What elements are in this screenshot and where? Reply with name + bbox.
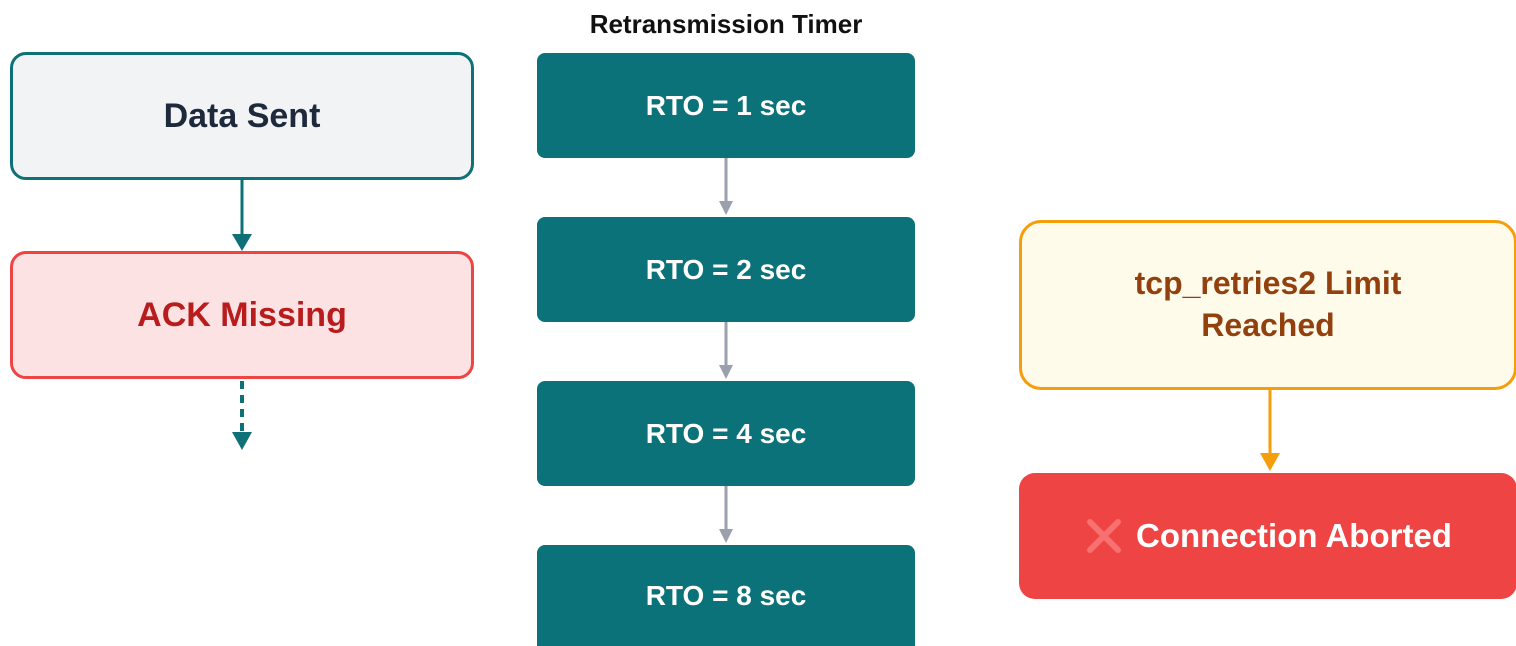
connection-aborted-node: Connection Aborted: [1019, 473, 1516, 599]
connection-aborted-content: Connection Aborted: [1084, 516, 1452, 556]
retries-limit-line-1: tcp_retries2 Limit: [1134, 265, 1402, 302]
rto-node-2: RTO = 2 sec: [537, 217, 915, 322]
rto-label-3: RTO = 4 sec: [645, 417, 807, 449]
ack-missing-label: ACK Missing: [137, 295, 347, 334]
retries-limit-line-2: Reached: [1201, 307, 1335, 343]
retries-limit-node: tcp_retries2 Limit Reached: [1019, 220, 1516, 390]
arrowhead-rto1-to-rto2: [719, 201, 733, 215]
rto-label-2: RTO = 2 sec: [645, 253, 807, 285]
connection-aborted-label: Connection Aborted: [1136, 517, 1452, 554]
rto-node-1: RTO = 1 sec: [537, 53, 915, 158]
rto-node-4: RTO = 8 sec: [537, 545, 915, 646]
ack-missing-node: ACK Missing: [10, 251, 474, 379]
arrowhead-rto3-to-rto4: [719, 529, 733, 543]
cross-mark-icon: [1087, 519, 1122, 553]
arrowhead-rto2-to-rto3: [719, 365, 733, 379]
arrowhead-ack-continue: [232, 432, 252, 450]
data-sent-label: Data Sent: [163, 96, 321, 135]
rto-node-3: RTO = 4 sec: [537, 381, 915, 486]
arrowhead-limit-to-aborted: [1260, 453, 1280, 471]
data-sent-node: Data Sent: [10, 52, 474, 180]
rto-label-1: RTO = 1 sec: [645, 89, 807, 121]
retries-limit-text: tcp_retries2 Limit Reached: [1135, 263, 1402, 346]
arrowhead-data-to-ack: [232, 234, 252, 251]
rto-label-4: RTO = 8 sec: [645, 579, 807, 611]
timer-title: Retransmission Timer: [589, 9, 863, 39]
